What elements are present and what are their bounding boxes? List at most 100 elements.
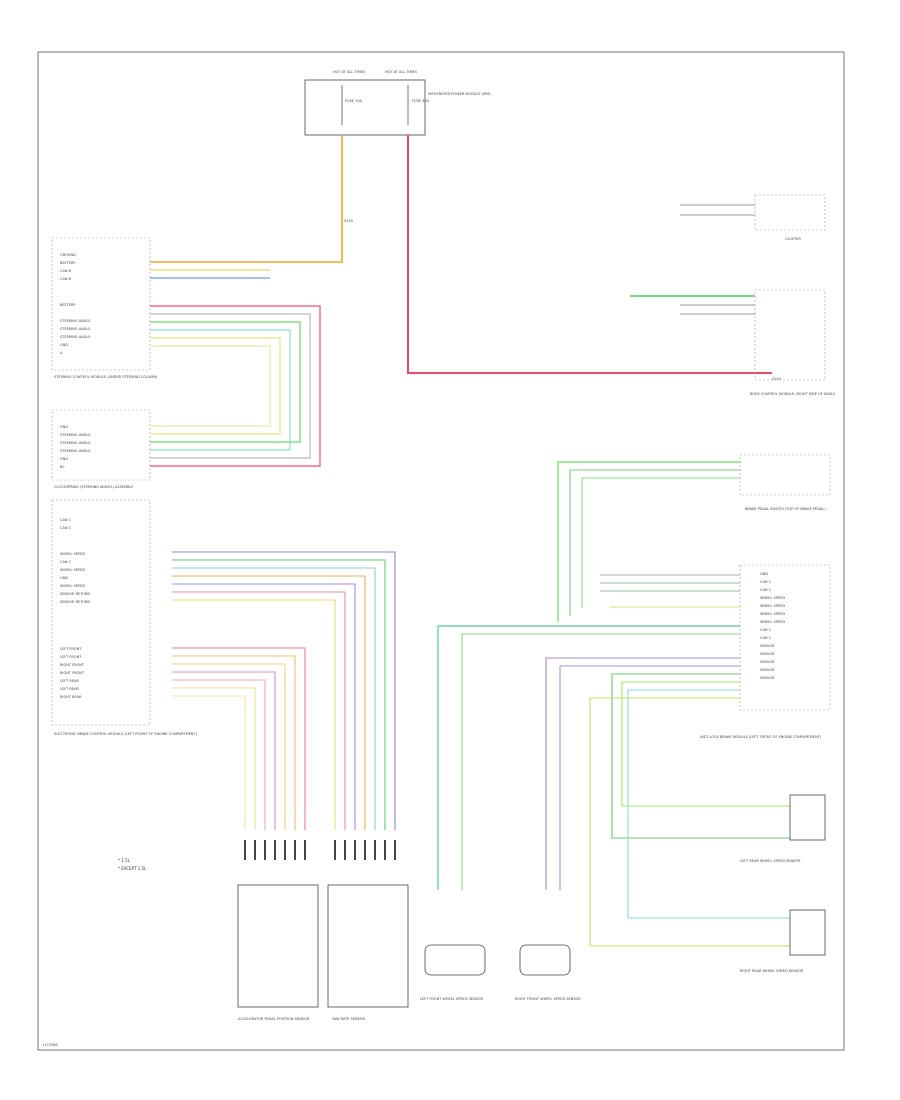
steering-ctrl-module [51,237,151,371]
pin-label: SENSOR [760,644,775,648]
pin-label: STEERING ANGLE [60,441,91,445]
abs-module [739,564,831,711]
fuse-1-label: FUSE 10A [345,99,363,103]
pin-label: SENSOR RETURN [60,592,90,596]
fuse-box [304,79,426,136]
pin-label: STEERING ANGLE [60,449,91,453]
lf-sensor-label: LEFT FRONT WHEEL SPEED SENSOR [420,997,484,1001]
abs-wire-rf2 [559,665,740,890]
body-control-module [754,289,826,381]
pin-label: GROUND [60,253,76,257]
diagram-frame [37,51,845,1051]
wire-cyan-1 [150,329,291,451]
steering-ctrl-module-label: STEERING CONTROL MODULE (UNDER STEERING … [54,375,158,379]
legend-item-1: * 1.5L [118,858,131,863]
pin-label: CAN C [60,560,72,564]
ground-label: G101 [772,377,781,381]
wire-pedal-3 [172,663,286,830]
abs-wire-lr2 [621,681,790,807]
lr-sensor-label: LEFT REAR WHEEL SPEED SENSOR [740,859,801,863]
wire-brake-blue [172,551,396,830]
wire-pedal-6 [172,687,256,830]
pin-label: CAN C [760,588,772,592]
wire-yellow-3 [150,345,271,427]
abs-wire-lr [611,673,790,839]
pin-label: SENSOR RETURN [60,600,90,604]
abs-wire-green-3 [581,477,740,608]
pin-label: CAN C [60,526,72,530]
fuse-box-top-label-2: HOT AT ALL TIMES [385,70,418,74]
pin-label: WHEEL SPEED [60,568,85,572]
pin-label: GND [760,572,768,576]
footer-code: 1172066 [42,1043,58,1047]
body-module-label: BODY CONTROL MODULE (RIGHT SIDE OF DASH) [750,392,836,396]
wire-pedal-5 [172,679,266,830]
cluster-connector [754,194,826,231]
cluster-label: CLUSTER [785,237,801,241]
pin-label: WHEEL SPEED [60,552,85,556]
accel-pedal-sensor [237,884,319,1008]
pin-label: B+ [60,465,65,469]
lr-wheel-sensor: LEFT REAR WHEEL SPEED SENSOR [740,794,826,863]
abs-wire-green-2 [569,469,740,616]
abs-wire-rf [545,657,740,890]
wire-brake-pink [172,591,346,830]
pin-label: GND [60,457,68,461]
abs-pin-labels: GND CAN C CAN C WHEEL SPEED WHEEL SPEED … [760,572,785,680]
clockspring-pin-labels: GND STEERING ANGLE STEERING ANGLE STEERI… [60,425,91,469]
wire-yellow-2 [150,337,281,435]
pin-label: RIGHT FRONT [60,663,85,667]
wire-pedal-2 [172,655,296,830]
electronic-brake-module [51,499,151,726]
brake-pedal-label: BRAKE PEDAL SWITCH (TOP OF BRAKE PEDAL) [745,507,826,511]
clock-spring [51,409,151,481]
wire-brake-violet [172,583,356,830]
electronic-brake-module-label: ELECTRONIC BRAKE CONTROL MODULE (LEFT FR… [54,732,198,736]
wire-pedal-4 [172,671,276,830]
pin-label: GND [60,343,68,347]
pin-label: STEERING ANGLE [60,319,91,323]
splice-label: S103 [344,219,353,223]
pin-label: LEFT FRONT [60,647,82,651]
pin-label: SENSOR [760,652,775,656]
pin-label: STEERING ANGLE [60,335,91,339]
wire-brake-yellow [172,599,336,830]
pin-label: WHEEL SPEED [760,604,785,608]
yaw-connector-stubs [334,840,396,860]
yaw-rate-label: YAW RATE SENSOR [332,1017,366,1021]
abs-wire-green-top [557,461,740,622]
pin-label: LEFT REAR [60,687,79,691]
pin-label: CAN C [60,518,72,522]
pin-label: LEFT REAR [60,679,79,683]
pin-label: SENSOR [760,660,775,664]
pin-label: CAN B [60,277,72,281]
pin-label: SENSOR [760,668,775,672]
pin-label: CAN C [760,636,772,640]
steering-pin-labels: GROUND BATTERY CAN B CAN B BATTERY STEER… [60,253,91,355]
clock-spring-label: CLOCKSPRING (STEERING WHEEL) ASSEMBLY [54,485,134,489]
pin-label: BATTERY [60,303,76,307]
pin-label: WHEEL SPEED [760,620,785,624]
rf-sensor-body [519,944,571,976]
lr-sensor-body [789,794,826,841]
fuse-box-top-label-1: HOT AT ALL TIMES [333,70,366,74]
pedal-connector-stubs [244,840,306,860]
rf-wheel-sensor: RIGHT FRONT WHEEL SPEED SENSOR [515,944,581,1001]
pin-label: GND [60,425,68,429]
wire-pedal-7 [172,695,246,830]
rr-sensor-body [789,909,826,956]
pin-label: RIGHT FRONT [60,671,85,675]
wire-pink-1 [150,305,321,467]
abs-wire-lf2 [461,633,740,890]
wire-pedal-1 [172,647,306,830]
abs-wire-lf [437,625,740,890]
pin-label: LEFT FRONT [60,655,82,659]
rr-wheel-sensor: RIGHT REAR WHEEL SPEED SENSOR [740,909,826,973]
pin-label: CAN C [760,628,772,632]
pin-label: STEERING ANGLE [60,327,91,331]
wire-brake-cyan [172,567,376,830]
pin-label: GND [60,576,68,580]
abs-wire-rr [627,689,790,919]
pin-label: BATTERY [60,261,76,265]
abs-module-label: ANTI-LOCK BRAKE MODULE (LEFT FRONT OF EN… [700,735,822,739]
